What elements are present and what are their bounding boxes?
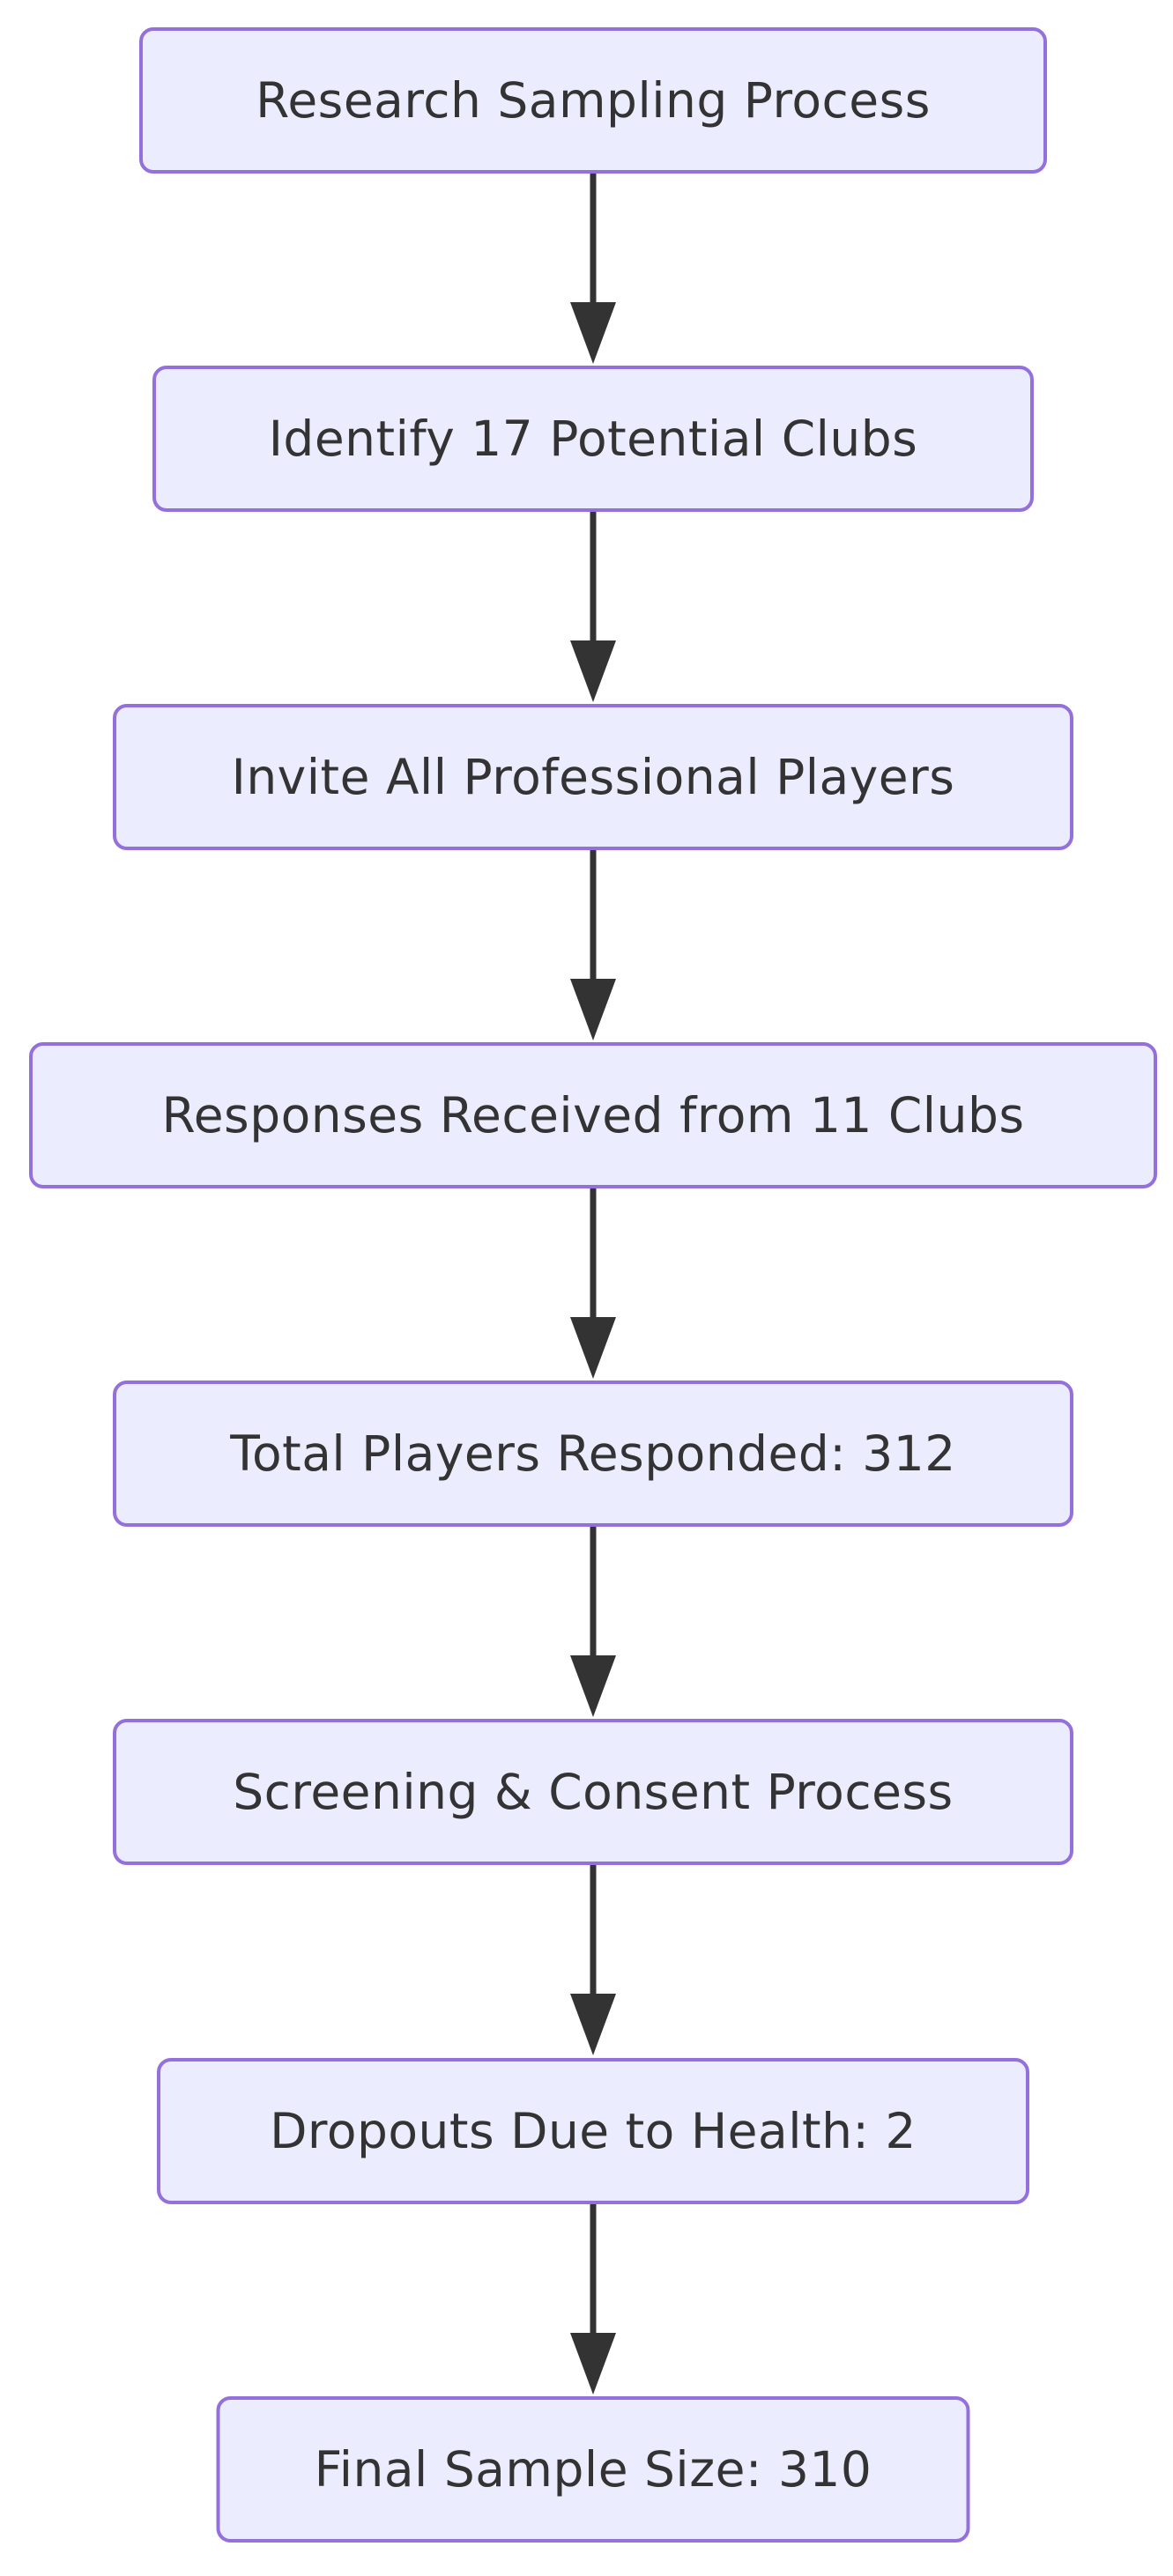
flow-node-label: Identify 17 Potential Clubs [268,411,918,467]
flow-node-responses-received: Responses Received from 11 Clubs [29,1042,1157,1188]
arrow-down-icon [570,1865,616,2055]
flow-node-label: Dropouts Due to Health: 2 [270,2103,917,2159]
flow-node-label: Total Players Responded: 312 [230,1425,956,1482]
flow-node-label: Invite All Professional Players [231,749,955,805]
flow-node-label: Responses Received from 11 Clubs [161,1087,1025,1144]
arrow-down-icon [570,512,616,702]
flow-node-label: Final Sample Size: 310 [314,2441,872,2498]
arrow-down-icon [570,1188,616,1379]
arrow-down-icon [570,850,616,1040]
flow-node-final-sample-size: Final Sample Size: 310 [216,2396,970,2543]
flow-node-research-sampling-process: Research Sampling Process [139,27,1047,174]
flow-node-label: Research Sampling Process [256,72,931,129]
flow-node-dropouts-health: Dropouts Due to Health: 2 [157,2058,1029,2204]
flow-node-label: Screening & Consent Process [233,1764,954,1820]
arrow-down-icon [570,2204,616,2395]
arrow-down-icon [570,1527,616,1717]
flow-node-total-players-responded: Total Players Responded: 312 [113,1381,1073,1527]
flow-node-identify-potential-clubs: Identify 17 Potential Clubs [152,366,1034,512]
flow-node-screening-consent: Screening & Consent Process [113,1719,1073,1865]
flow-node-invite-players: Invite All Professional Players [113,704,1073,850]
arrow-down-icon [570,174,616,364]
